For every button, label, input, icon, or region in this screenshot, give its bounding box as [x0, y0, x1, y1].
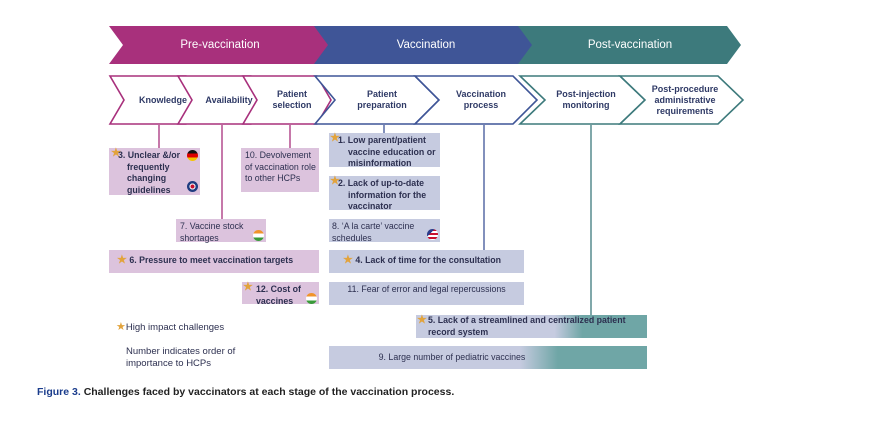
challenge-2: ★ 2. Lack of up-to-date information for … [329, 175, 440, 211]
step-label-availability: Availability [205, 94, 253, 105]
step-chevron-vaccination-process [413, 75, 539, 125]
caption-text: Challenges faced by vaccinators at each … [83, 386, 455, 398]
india-flag-icon [306, 293, 317, 304]
challenge-12: ★ 12. Cost of vaccines [242, 281, 319, 306]
challenge-4-text: 4. Lack of time for the consultation [355, 255, 501, 265]
challenge-4: ★ 4. Lack of time for the consultation [329, 250, 524, 273]
phase-label-pre: Pre-vaccination [180, 38, 260, 51]
step-label-post-procedure: Post-procedure administrative requiremen… [651, 83, 719, 116]
phase-arrow-pre [109, 26, 332, 64]
star-icon: ★ [243, 281, 253, 293]
challenge-6-text: 6. Pressure to meet vaccination targets [129, 255, 294, 265]
legend-high-impact: ★High impact challenges [116, 321, 224, 334]
star-icon: ★ [116, 321, 126, 333]
germany-flag-icon [187, 150, 198, 161]
figure-caption: Figure 3. Challenges faced by vaccinator… [37, 386, 454, 398]
step-label-patient-preparation: Patient preparation [357, 89, 407, 110]
challenge-11: 11. Fear of error and legal repercussion… [329, 282, 524, 305]
star-icon: ★ [111, 147, 121, 159]
challenge-2-text: 2. Lack of up-to-date information for th… [338, 178, 427, 211]
challenge-9: 9. Large number of pediatric vaccines [329, 346, 647, 369]
phase-label-post: Post-vaccination [587, 38, 673, 51]
phase-label-vaccination: Vaccination [396, 38, 456, 51]
challenge-5-text: 5. Lack of a streamlined and centralized… [428, 315, 626, 337]
caption-figure-number: Figure 3. [37, 386, 81, 398]
challenge-7-text: 7. Vaccine stock shortages [180, 221, 244, 243]
phase-arrow-post [518, 26, 741, 64]
challenge-3-text: 3. Unclear &/or frequently changing guid… [118, 150, 181, 195]
challenge-10: 10. Devolvement of vaccination role to o… [241, 148, 319, 192]
challenge-5: ★ 5. Lack of a streamlined and centraliz… [416, 314, 647, 338]
challenge-1: ★ 1. Low parent/patient vaccine educatio… [329, 132, 440, 168]
challenge-12-text: 12. Cost of vaccines [256, 284, 301, 306]
phase-arrow-vacc [314, 26, 536, 64]
legend-number: Number indicates order of importance to … [126, 346, 236, 369]
star-icon: ★ [117, 254, 127, 266]
step-label-vaccination-process: Vaccination process [455, 89, 507, 110]
challenge-6: ★ 6. Pressure to meet vaccination target… [109, 250, 319, 273]
step-chevron-post-procedure [618, 75, 745, 125]
star-icon: ★ [330, 175, 340, 187]
star-icon: ★ [343, 254, 353, 266]
step-label-post-injection: Post-injection monitoring [556, 89, 616, 110]
legend-star-label: High impact challenges [125, 322, 225, 333]
usa-flag-icon [427, 229, 438, 240]
uk-flag-icon [187, 181, 198, 192]
star-icon: ★ [417, 314, 427, 326]
challenge-3: ★ 3. Unclear &/or frequently changing gu… [109, 147, 200, 195]
challenge-7: 7. Vaccine stock shortages [176, 219, 266, 243]
step-label-knowledge: Knowledge [138, 94, 187, 105]
star-icon: ★ [330, 132, 340, 144]
challenge-8-text: 8. ‘A la carte’ vaccine schedules [332, 221, 415, 243]
challenge-8: 8. ‘A la carte’ vaccine schedules [329, 219, 440, 243]
india-flag-icon [253, 230, 264, 241]
challenge-1-text: 1. Low parent/patient vaccine education … [338, 135, 436, 168]
step-label-patient-selection: Patient selection [272, 89, 312, 110]
